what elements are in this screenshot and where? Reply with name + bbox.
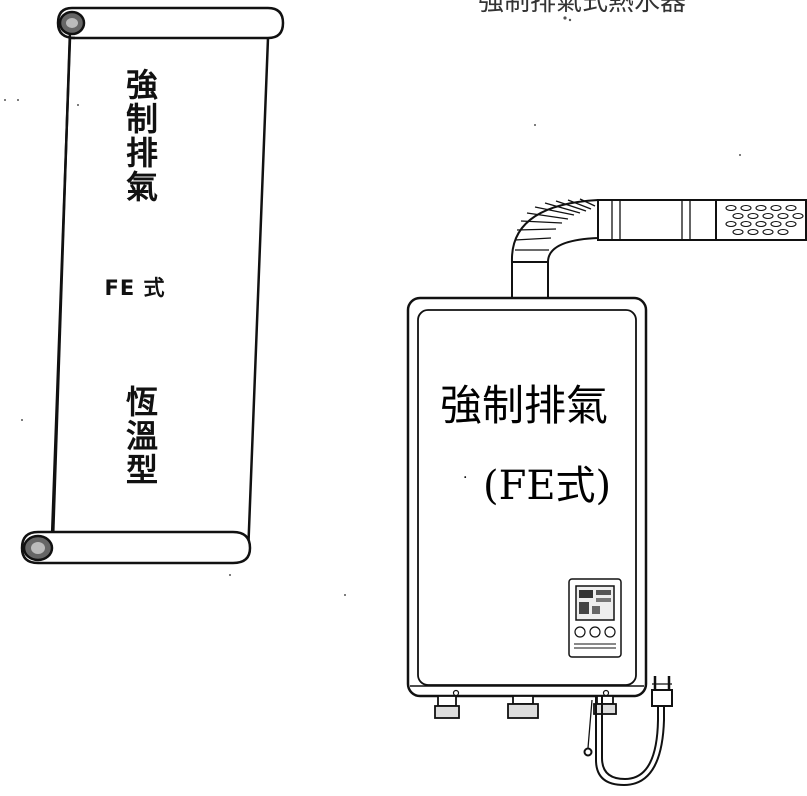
flue-collar xyxy=(511,261,549,299)
top-partial-caption: 強制排氣式熱水器 xyxy=(478,0,687,17)
control-button-right xyxy=(604,626,616,638)
corrugated-elbow xyxy=(510,198,599,263)
power-plug xyxy=(651,676,673,707)
scroll-type-label: FE 式 xyxy=(104,276,166,300)
flue-terminal-holes xyxy=(725,204,804,236)
power-cord xyxy=(583,676,673,787)
control-button-left xyxy=(574,626,586,638)
heater-label-bullet: · xyxy=(463,470,468,486)
scroll-mode-label: 恆溫型 xyxy=(121,385,159,487)
scroll-bottom-roll xyxy=(20,530,252,565)
straight-pipe xyxy=(597,199,717,241)
control-button-middle xyxy=(589,626,601,638)
scroll-banner xyxy=(20,6,285,565)
control-panel xyxy=(568,578,622,658)
pipe-fitting-right xyxy=(593,695,617,715)
speck-marks xyxy=(4,16,741,596)
exhaust-pipe xyxy=(510,198,807,299)
heater-label-line1: 強制排氣 xyxy=(440,381,609,430)
water-heater xyxy=(406,296,648,719)
pipe-fitting-center xyxy=(507,695,539,719)
heater-label-line2: (FE式) xyxy=(483,463,612,509)
scroll-top-roll xyxy=(56,6,285,40)
scroll-title: 強制排氣 xyxy=(121,68,159,204)
pipe-fitting-left xyxy=(434,695,460,719)
